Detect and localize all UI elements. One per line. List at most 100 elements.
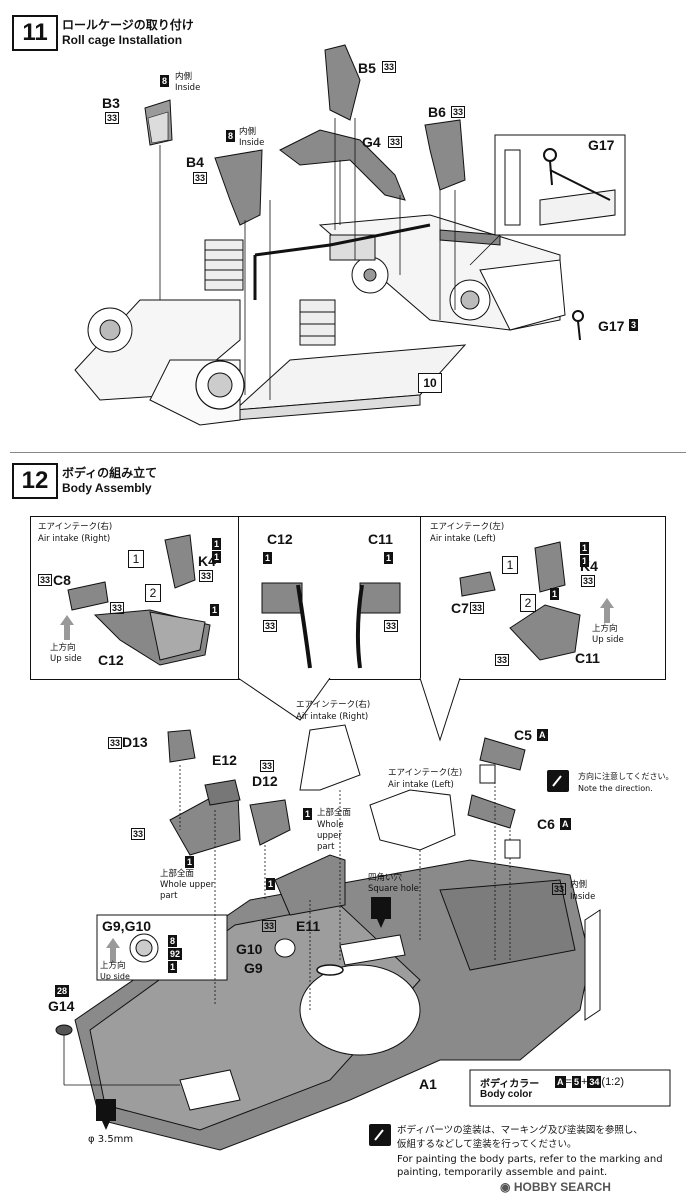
step-12-title-ja: ボディの組み立て (62, 466, 158, 480)
code-33-e11: 33 (262, 920, 277, 932)
label-g4: G4 (362, 134, 381, 150)
step-12-title-en: Body Assembly (62, 481, 152, 495)
whole-upper-ja-d12: 上部全面 (317, 808, 352, 818)
panel-right-code-1a: 1 (580, 542, 590, 554)
code-92-g9: 92 (168, 948, 183, 960)
panel-right-up-en: Up side (592, 635, 624, 645)
label-g14: G14 (48, 998, 75, 1014)
watermark-icon: ◉ (500, 1180, 514, 1194)
code-1-e11: 1 (266, 878, 276, 890)
code-33-b6: 33 (451, 106, 466, 118)
body-color-formula: A=5+34(1:2) (555, 1076, 624, 1089)
step-11-title-ja: ロールケージの取り付け (62, 18, 194, 32)
body-color-a: A (555, 1076, 566, 1089)
panel-left-title-ja: エアインテーク(右) (38, 522, 113, 532)
panel-left-title-en: Air intake (Right) (38, 534, 111, 544)
label-g10: G10 (236, 941, 263, 957)
code-3-g17: 3 (629, 319, 639, 331)
paint-note-ja-1: ボディパーツの塗装は、マーキング及び塗装図を参照し、 (397, 1125, 643, 1136)
inside-en-b4: Inside (239, 138, 265, 148)
code-8-g9: 8 (168, 935, 178, 947)
code-33-d12: 33 (260, 760, 275, 772)
label-b3: B3 (102, 95, 120, 111)
panel-mid-code-33-left: 33 (263, 620, 278, 632)
code-8-b4: 8 (226, 130, 236, 142)
air-left-ja-main: エアインテーク(左) (388, 768, 463, 778)
whole-upper-en3-d12: part (317, 842, 335, 852)
air-right-ja-main: エアインテーク(右) (296, 700, 371, 710)
code-33-inside: 33 (552, 883, 567, 895)
panel-divider-left (238, 516, 239, 678)
paint-note-en-1: For painting the body parts, refer to th… (397, 1154, 663, 1165)
panel-left-c12: C12 (98, 652, 124, 668)
label-g17-inset: G17 (588, 137, 615, 153)
body-color-label-en: Body color (480, 1089, 533, 1100)
panel-right-k4: K4 (580, 558, 598, 574)
code-33-b4: 33 (193, 172, 208, 184)
code-33-d13: 33 (108, 737, 123, 749)
panel-mid-c12: C12 (267, 531, 293, 547)
label-a1: A1 (419, 1076, 437, 1092)
body-color-34: 34 (587, 1076, 602, 1089)
label-b5: B5 (358, 60, 376, 76)
whole-upper-ja-e12: 上部全面 (160, 869, 195, 879)
direction-en: Note the direction. (578, 784, 653, 793)
panel-left-code-33-c8: 33 (38, 574, 53, 586)
code-33-b3: 33 (105, 112, 120, 124)
air-right-en-main: Air intake (Right) (296, 712, 369, 722)
label-d12: D12 (252, 773, 278, 789)
paint-note-en-2: painting, temporarily assemble and paint… (397, 1167, 608, 1178)
code-33-e12: 33 (131, 828, 146, 840)
inside-en-b3: Inside (175, 83, 201, 93)
paint-note-ja-2: 仮組するなどして塗装を行ってください。 (397, 1139, 577, 1150)
panel-right-code-1b: 1 (580, 555, 590, 567)
whole-upper-en-e12: Whole upper (160, 880, 215, 890)
panel-right-code-33-c7: 33 (470, 602, 485, 614)
panel-right-step-1: 1 (502, 556, 518, 574)
panel-left-c8: C8 (53, 572, 71, 588)
panel-left-k4: K4 (198, 553, 216, 569)
whole-upper-en1-d12: Whole (317, 820, 344, 830)
panel-right-code-1-c11: 1 (550, 588, 560, 600)
code-1-d12: 1 (303, 808, 313, 820)
code-33-g4: 33 (388, 136, 403, 148)
inside-ja-b3: 内側 (175, 72, 193, 82)
inside-ja-main: 内側 (570, 880, 588, 890)
inside-en-main: Inside (570, 892, 596, 902)
whole-upper-part-e12: part (160, 891, 178, 901)
step-divider (10, 452, 686, 453)
panel-right-code-33-k4: 33 (581, 575, 596, 587)
code-28-g14: 28 (55, 985, 70, 997)
label-b6: B6 (428, 104, 446, 120)
panel-mid-code-33-right: 33 (384, 620, 399, 632)
watermark-text: HOBBY SEARCH (513, 1180, 611, 1194)
step-11-title-en: Roll cage Installation (62, 33, 183, 47)
panel-left-up-ja: 上方向 (50, 643, 76, 653)
direction-ja: 方向に注意してください。 (578, 772, 674, 781)
panel-left-code-1-c12: 1 (210, 604, 220, 616)
code-1-g9: 1 (168, 961, 178, 973)
code-1-e12: 1 (185, 856, 195, 868)
step-11-number: 11 (12, 15, 58, 51)
panel-right-c11: C11 (575, 650, 600, 666)
panel-left-up-en: Up side (50, 654, 82, 664)
panel-left-code-33-k4: 33 (199, 570, 214, 582)
code-8-b3: 8 (160, 75, 170, 87)
panel-mid-code-1-right: 1 (384, 552, 394, 564)
whole-upper-en2-d12: upper (317, 831, 342, 841)
square-hole-ja: 四角い穴 (368, 873, 403, 883)
label-c6: C6 (537, 816, 555, 832)
panel-left-step-2: 2 (145, 584, 161, 602)
panel-right-title-ja: エアインテーク(左) (430, 522, 505, 532)
square-hole-en: Square hole (368, 884, 419, 894)
panel-mid-code-1-left: 1 (263, 552, 273, 564)
label-g17-part: G17 (598, 318, 625, 334)
label-g9g10: G9,G10 (102, 918, 152, 934)
label-d13: D13 (122, 734, 148, 750)
panel-divider-right (420, 516, 421, 678)
panel-left-code-1b: 1 (212, 551, 222, 563)
panel-mid-c11: C11 (368, 531, 393, 547)
up-en-g9: Up side (100, 972, 130, 981)
panel-right-c7: C7 (451, 600, 469, 616)
step-12-number: 12 (12, 463, 58, 499)
